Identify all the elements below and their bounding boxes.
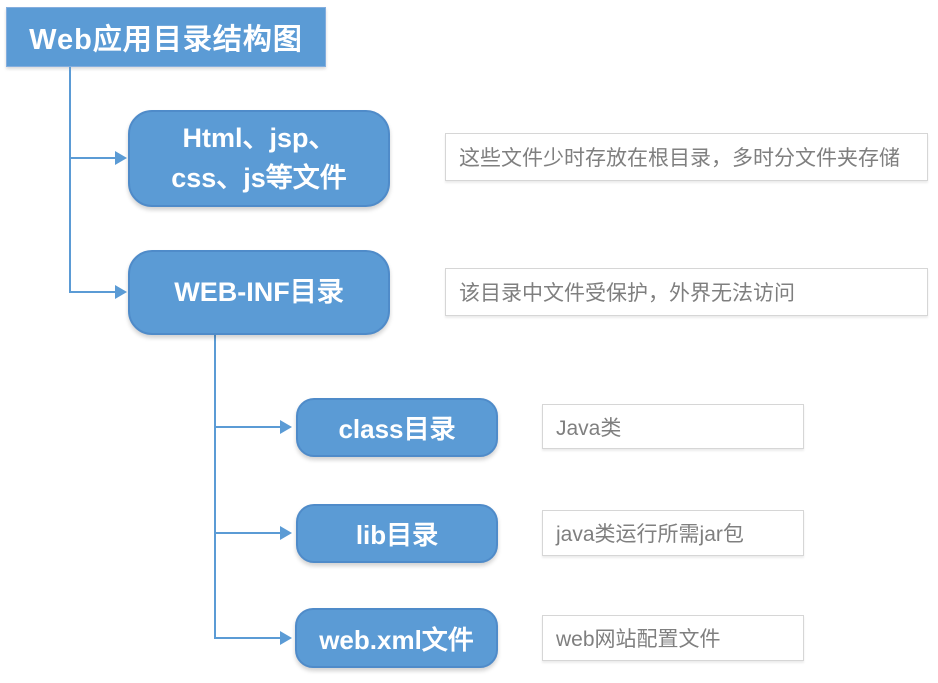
diagram-title-box: Web应用目录结构图 bbox=[6, 7, 326, 67]
node-lib-dir: lib目录 bbox=[296, 504, 498, 563]
connector-line bbox=[214, 637, 281, 639]
annotation-lib-dir: java类运行所需jar包 bbox=[542, 510, 804, 556]
annotation-text: web网站配置文件 bbox=[556, 628, 721, 651]
node-web-inf-dir: WEB-INF目录 bbox=[128, 250, 390, 335]
node-label: Html、jsp、 css、js等文件 bbox=[171, 123, 347, 193]
annotation-text: 这些文件少时存放在根目录，多时分文件夹存储 bbox=[459, 147, 900, 170]
annotation-text: 该目录中文件受保护，外界无法访问 bbox=[459, 282, 795, 305]
node-class-dir: class目录 bbox=[296, 398, 498, 457]
connector-line bbox=[69, 157, 116, 159]
connector-line bbox=[214, 426, 281, 428]
node-web-xml-file: web.xml文件 bbox=[295, 608, 498, 668]
connector-line bbox=[214, 335, 216, 639]
arrow-right-icon bbox=[280, 631, 292, 645]
arrow-right-icon bbox=[115, 285, 127, 299]
arrow-right-icon bbox=[280, 526, 292, 540]
annotation-class-dir: Java类 bbox=[542, 404, 804, 449]
annotation-web-inf: 该目录中文件受保护，外界无法访问 bbox=[445, 268, 928, 316]
connector-line bbox=[214, 532, 281, 534]
node-label: class目录 bbox=[338, 414, 456, 444]
node-label: lib目录 bbox=[355, 520, 439, 550]
annotation-html-files: 这些文件少时存放在根目录，多时分文件夹存储 bbox=[445, 133, 928, 181]
diagram-title: Web应用目录结构图 bbox=[29, 24, 303, 56]
node-html-jsp-css-js-files: Html、jsp、 css、js等文件 bbox=[128, 110, 390, 207]
node-label: web.xml文件 bbox=[319, 624, 474, 655]
arrow-right-icon bbox=[115, 151, 127, 165]
annotation-text: java类运行所需jar包 bbox=[556, 523, 744, 546]
connector-line bbox=[69, 291, 116, 293]
arrow-right-icon bbox=[280, 420, 292, 434]
annotation-text: Java类 bbox=[556, 416, 622, 440]
node-label: WEB-INF目录 bbox=[174, 276, 344, 307]
annotation-web-xml: web网站配置文件 bbox=[542, 615, 804, 661]
connector-line bbox=[69, 67, 71, 293]
